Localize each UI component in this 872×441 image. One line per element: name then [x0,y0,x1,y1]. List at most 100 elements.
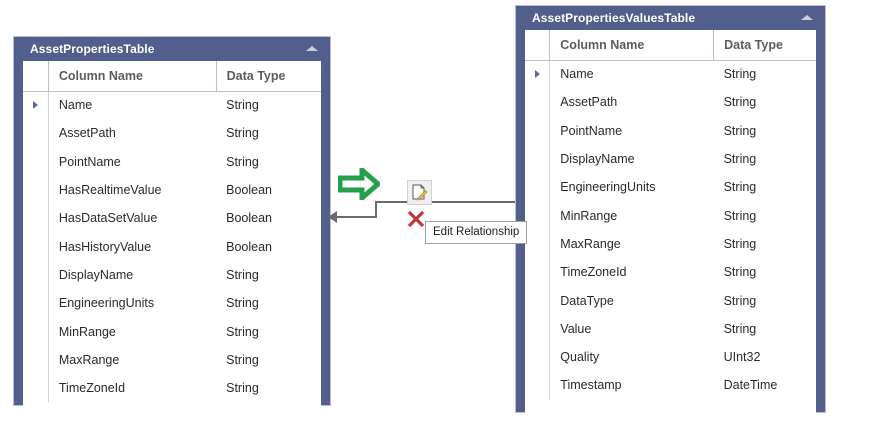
data-type-cell[interactable]: String [723,95,757,110]
table-row[interactable]: Value String [525,314,816,343]
red-x-delete-icon[interactable] [406,209,426,229]
data-type-cell[interactable]: Boolean [226,239,272,254]
table-row[interactable]: MinRange String [525,201,816,230]
column-name-cell[interactable]: MinRange [58,324,116,339]
data-type-cell[interactable]: Boolean [226,211,272,226]
column-name-cell[interactable]: Name [560,67,594,82]
column-name-cell[interactable]: Timestamp [560,378,622,393]
row-selector-cell[interactable] [23,175,49,205]
column-name-cell[interactable]: HasDataSetValue [58,211,158,226]
column-name-cell[interactable]: AssetPath [560,95,618,110]
column-name-cell[interactable]: HasRealtimeValue [58,183,162,198]
table-row[interactable]: DisplayName String [23,260,321,290]
connector-segment-vertical[interactable] [375,201,377,218]
data-type-cell[interactable]: Boolean [226,183,272,198]
table-row[interactable]: TimeZoneId String [525,258,816,287]
column-name-cell[interactable]: HasHistoryValue [58,239,152,254]
data-type-cell[interactable]: String [723,123,757,138]
column-name-cell[interactable]: TimeZoneId [58,381,126,396]
row-selector-cell[interactable] [525,342,551,372]
table-row[interactable]: HasDataSetValue Boolean [23,204,321,233]
row-selector-cell[interactable] [23,119,49,148]
table-row[interactable]: Name String [525,60,816,89]
data-type-cell[interactable]: String [723,293,757,308]
data-type-cell[interactable]: String [723,321,757,336]
data-type-header[interactable]: Data Type [713,30,816,61]
data-type-cell[interactable]: DateTime [723,378,778,393]
column-name-cell[interactable]: AssetPath [58,126,116,141]
row-selector-cell[interactable] [23,91,49,120]
data-type-cell[interactable]: String [226,126,259,141]
data-type-header[interactable]: Data Type [216,61,321,92]
column-name-cell[interactable]: EngineeringUnits [560,180,656,195]
column-name-cell[interactable]: TimeZoneId [560,265,627,280]
connector-segment-horizontal-top[interactable] [375,201,515,203]
asset-properties-table-panel[interactable]: AssetPropertiesTable Column Name Data Ty… [13,36,331,417]
row-selector-cell[interactable] [525,60,551,89]
table-row[interactable]: HasHistoryValue Boolean [23,232,321,261]
table-row[interactable]: Timestamp DateTime [525,371,816,400]
column-name-cell[interactable]: PointName [560,123,623,138]
table-row[interactable]: EngineeringUnits String [525,173,816,202]
column-name-cell[interactable]: EngineeringUnits [58,296,155,311]
data-type-cell[interactable]: String [723,208,757,223]
data-type-cell[interactable]: String [723,180,757,195]
column-name-cell[interactable]: MaxRange [58,352,120,367]
column-name-header[interactable]: Column Name [549,30,715,61]
table-row[interactable]: EngineeringUnits String [23,289,321,318]
row-selector-cell[interactable] [23,317,49,346]
data-type-cell[interactable]: String [226,296,259,311]
column-name-cell[interactable]: Value [560,321,592,336]
data-type-cell[interactable]: String [723,265,757,280]
row-selector-cell[interactable] [23,373,49,403]
table-row[interactable]: AssetPath String [525,88,816,117]
data-type-cell[interactable]: String [723,67,757,82]
column-name-cell[interactable]: DisplayName [560,152,635,167]
table-row[interactable]: Quality UInt32 [525,342,816,372]
row-selector-cell[interactable] [23,147,49,176]
right-panel-title-bar[interactable]: AssetPropertiesValuesTable [516,6,825,30]
table-row[interactable]: MaxRange String [525,229,816,259]
data-type-cell[interactable]: String [226,98,259,113]
chevron-up-icon[interactable] [306,46,318,51]
row-selector-cell[interactable] [23,204,49,233]
row-selector-cell[interactable] [525,314,551,343]
table-row[interactable]: HasRealtimeValue Boolean [23,175,321,205]
data-type-cell[interactable]: String [226,381,259,396]
column-name-cell[interactable]: DisplayName [58,267,134,282]
column-name-cell[interactable]: DataType [560,293,614,308]
table-row[interactable]: Name String [23,91,321,120]
row-selector-cell[interactable] [525,201,551,230]
left-panel-title-bar[interactable]: AssetPropertiesTable [14,37,330,61]
column-name-cell[interactable]: MinRange [560,208,618,223]
row-selector-cell[interactable] [23,289,49,318]
data-type-cell[interactable]: UInt32 [723,350,761,365]
column-name-cell[interactable]: Quality [560,350,600,365]
column-name-cell[interactable]: MaxRange [560,236,621,251]
asset-properties-values-table-panel[interactable]: AssetPropertiesValuesTable Column Name D… [515,5,826,414]
data-type-cell[interactable]: String [226,324,259,339]
edit-relationship-button[interactable] [407,180,432,205]
row-selector-cell[interactable] [525,144,551,174]
table-row[interactable]: MinRange String [23,317,321,346]
table-row[interactable]: TimeZoneId String [23,373,321,403]
data-type-cell[interactable]: String [226,267,259,282]
data-type-cell[interactable]: String [723,236,757,251]
column-name-header[interactable]: Column Name [48,61,217,92]
row-selector-cell[interactable] [525,173,551,202]
green-right-arrow-icon[interactable] [337,164,382,204]
row-selector-cell[interactable] [525,229,551,259]
row-selector-cell[interactable] [23,345,49,374]
table-row[interactable]: DataType String [525,286,816,315]
row-selector-cell[interactable] [525,371,551,400]
connector-segment-horizontal-bottom[interactable] [336,216,377,218]
table-row[interactable]: PointName String [525,116,816,145]
row-selector-cell[interactable] [525,286,551,315]
column-name-cell[interactable]: Name [58,98,93,113]
row-selector-cell[interactable] [525,116,551,145]
row-selector-cell[interactable] [525,258,551,287]
column-name-cell[interactable]: PointName [58,154,121,169]
